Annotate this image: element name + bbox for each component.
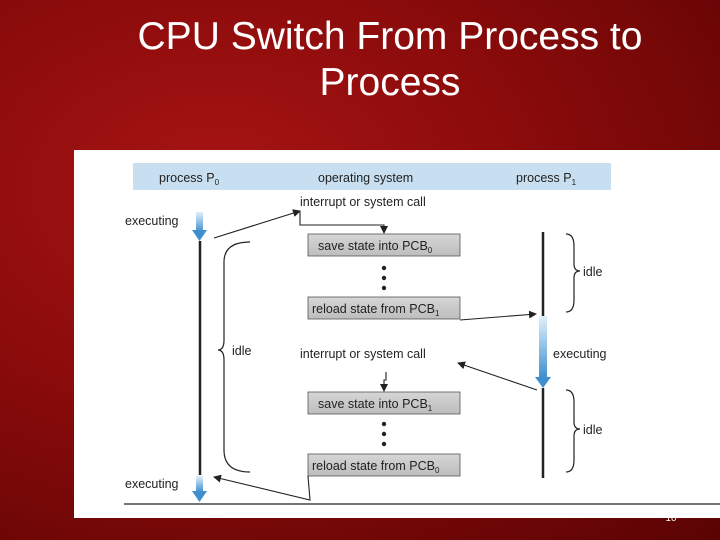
p0-execution-bar-bottom [196, 476, 203, 492]
label-executing-top: executing [125, 214, 179, 228]
slide-title: CPU Switch From Process to Process [70, 14, 710, 106]
box-reload-state-pcb0: reload state from PCB0 [307, 453, 461, 477]
box-save-state-pcb0: save state into PCB0 [307, 233, 461, 257]
p0-execution-bar-top [196, 212, 203, 232]
page-number: 10 [665, 513, 677, 524]
box-save-state-pcb1: save state into PCB1 [307, 391, 461, 415]
process-switch-diagram: process P0 operating system process P1 e… [74, 150, 720, 518]
p0-idle-brace [217, 241, 251, 473]
diagram-canvas: process P0 operating system process P1 e… [124, 163, 720, 505]
header-band [133, 163, 611, 190]
p1-idle-brace-top [565, 233, 581, 313]
arrow-p0-to-interrupt [213, 209, 301, 239]
ellipsis-dots-1 [381, 265, 387, 291]
label-executing-p1: executing [553, 347, 607, 361]
slide-title-line-2: Process [319, 61, 461, 104]
header-operating-system: operating system [318, 171, 413, 185]
header-process-p1: process P1 [516, 171, 577, 187]
arrow-interrupt-to-save-pcb0 [299, 211, 388, 234]
label-executing-bottom: executing [125, 477, 179, 491]
slide-title-line-1: CPU Switch From Process to [137, 15, 643, 58]
p0-execution-arrowhead-bottom [192, 491, 207, 502]
p0-execution-arrowhead-top [192, 230, 207, 241]
p1-idle-brace-bottom [565, 389, 581, 473]
label-interrupt-1: interrupt or system call [300, 195, 426, 209]
arrow-interrupt-to-save-pcb1 [380, 372, 388, 392]
label-idle-p1-top: idle [583, 265, 603, 279]
header-process-p0: process P0 [159, 171, 220, 187]
box-reload-state-pcb1: reload state from PCB1 [307, 296, 461, 320]
ellipsis-dots-2 [381, 421, 387, 447]
label-idle-p1-bottom: idle [583, 423, 603, 437]
arrow-reload-pcb0-to-p0 [213, 474, 311, 501]
svg-text:save state into PCB0: save state into PCB0 [318, 239, 433, 255]
p1-execution-bar [539, 316, 547, 378]
arrow-reload-pcb1-to-p1 [459, 310, 537, 321]
arrow-p1-to-interrupt [457, 361, 538, 391]
svg-text:save state into PCB1: save state into PCB1 [318, 397, 433, 413]
label-idle-p0: idle [232, 344, 252, 358]
label-interrupt-2: interrupt or system call [300, 347, 426, 361]
p1-execution-arrowhead [535, 377, 551, 388]
svg-text:reload state from PCB0: reload state from PCB0 [312, 459, 440, 475]
svg-text:reload state from PCB1: reload state from PCB1 [312, 302, 440, 318]
